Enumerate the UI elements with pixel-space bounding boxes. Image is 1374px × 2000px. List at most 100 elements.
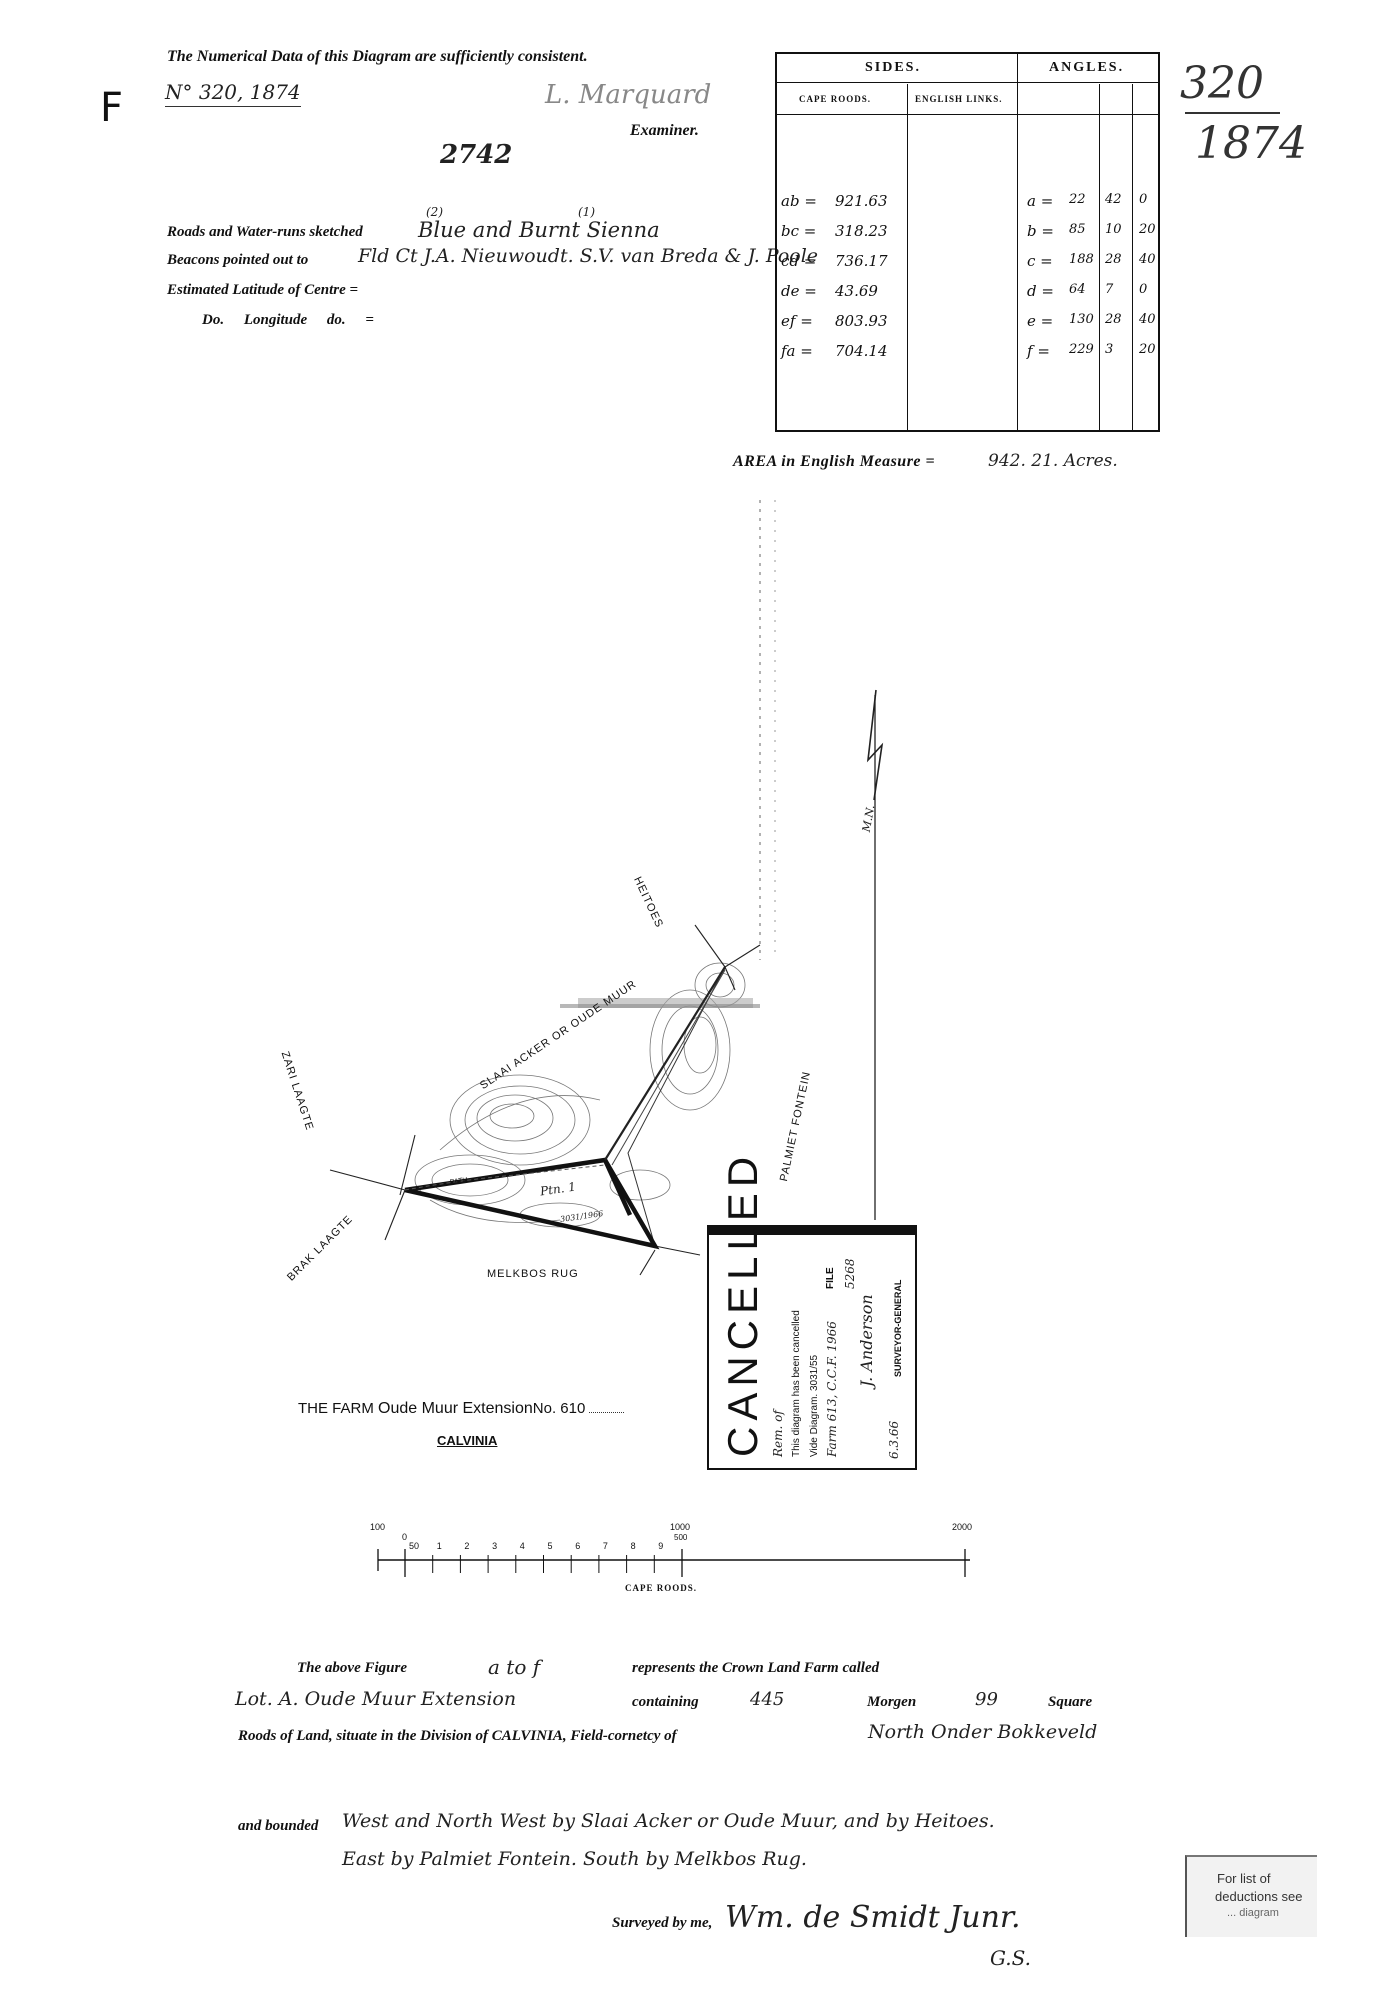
scale-tick-label: 3 — [492, 1541, 498, 1551]
scale-tick-label: 7 — [602, 1541, 608, 1551]
farm-name: Oude Muur Extension — [378, 1400, 533, 1417]
ref-number: N° 320, 1874 — [165, 80, 301, 107]
desc-line2-d: Morgen — [867, 1694, 917, 1710]
desc-line4-b: West and North West by Slaai Acker or Ou… — [342, 1810, 995, 1832]
angle-minutes: 3 — [1105, 342, 1114, 357]
farm-prefix: THE FARM — [298, 1400, 374, 1417]
angle-minutes: 28 — [1105, 252, 1122, 267]
angle-degrees: 85 — [1069, 222, 1086, 237]
beacons-label: Beacons pointed out to — [167, 252, 309, 268]
surveyor-signature: Wm. de Smidt Junr. — [725, 1900, 1021, 1935]
roads-note-1: (1) — [578, 205, 595, 219]
side-value: 704.14 — [835, 342, 888, 360]
angle-name: e = — [1027, 312, 1054, 330]
area-value: 942. 21. Acres. — [988, 451, 1118, 471]
corner-ref-rule — [1185, 112, 1280, 114]
scale-mid-sub: 500 — [674, 1533, 688, 1542]
sides-angles-table: SIDES. ANGLES. CAPE ROODS. ENGLISH LINKS… — [775, 52, 1160, 432]
diagram-number: 2742 — [440, 140, 513, 170]
desc-line2-c: 445 — [750, 1689, 785, 1710]
scale-right-label: 2000 — [952, 1522, 973, 1532]
farm-number: 610 — [560, 1400, 586, 1417]
stamp-line1: Rem. of — [771, 1410, 785, 1457]
english-links-header: ENGLISH LINKS. — [915, 94, 1003, 104]
roads-value: Blue and Burnt Sienna — [418, 218, 660, 242]
angle-minutes: 10 — [1105, 222, 1122, 237]
corner-ref-bottom: 1874 — [1195, 118, 1307, 169]
scale-unit: CAPE ROODS. — [625, 1583, 698, 1593]
stamp-line6: 5268 — [843, 1258, 857, 1289]
side-name: fa = — [781, 342, 813, 360]
angle-degrees: 22 — [1069, 192, 1086, 207]
scale-zero: 0 — [402, 1532, 408, 1542]
scale-left-label: 100 — [370, 1522, 386, 1532]
desc-line2-a: Lot. A. Oude Muur Extension — [235, 1688, 517, 1710]
stamp-signature: J. Anderson — [857, 1294, 876, 1387]
angle-degrees: 229 — [1069, 342, 1094, 357]
angle-seconds: 20 — [1139, 342, 1156, 357]
angle-name: d = — [1027, 282, 1054, 300]
stamp-line2: This diagram has been cancelled — [791, 1310, 802, 1457]
angle-seconds: 0 — [1139, 192, 1148, 207]
roads-label: Roads and Water-runs sketched — [167, 224, 363, 240]
stamp-line3: Vide Diagram. 3031/55 — [809, 1354, 820, 1457]
label-melkbos-rug: MELKBOS RUG — [487, 1268, 579, 1280]
sides-header: SIDES. — [865, 60, 921, 75]
farm-title: THE FARM Oude Muur ExtensionNo. 610 — [298, 1400, 625, 1418]
top-left-letter: F — [100, 85, 124, 131]
area-label: AREA in English Measure = — [733, 453, 936, 470]
angle-name: f = — [1027, 342, 1050, 360]
surveyed-label: Surveyed by me, — [612, 1915, 713, 1931]
angle-degrees: 188 — [1069, 252, 1094, 267]
stamp-line5: FILE — [825, 1267, 836, 1289]
angle-seconds: 40 — [1139, 252, 1156, 267]
examiner-label: Examiner. — [630, 122, 699, 139]
desc-line2-b: containing — [632, 1694, 699, 1710]
scale-tick-label: 8 — [630, 1541, 636, 1551]
angle-name: b = — [1027, 222, 1054, 240]
stamp-title: CANCELLED — [719, 1150, 766, 1457]
desc-line1-c: represents the Crown Land Farm called — [632, 1660, 880, 1676]
cape-roods-header: CAPE ROODS. — [799, 94, 872, 104]
angle-name: c = — [1027, 252, 1053, 270]
surveyor-title: G.S. — [990, 1946, 1031, 1970]
consistency-text: The Numerical Data of this Diagram are s… — [167, 48, 588, 65]
deductions-stamp: For list of deductions see ... diagram — [1185, 1855, 1317, 1937]
stamp-role: SURVEYOR-GENERAL — [893, 1279, 903, 1377]
farm-division: CALVINIA — [437, 1433, 498, 1448]
examiner-signature: L. Marquard — [545, 80, 712, 110]
angle-minutes: 42 — [1105, 192, 1122, 207]
side-value: 318.23 — [835, 222, 888, 240]
latitude-label: Estimated Latitude of Centre = — [167, 282, 359, 298]
stamp-line4: Farm 613, C.C.F. 1966 — [825, 1321, 839, 1457]
side-name: ef = — [781, 312, 813, 330]
ref-stamp-line3: ... diagram — [1227, 1907, 1279, 1919]
scale-mid-label: 1000 — [670, 1522, 691, 1532]
ref-stamp-line2: deductions see — [1215, 1889, 1303, 1904]
scale-tick-label: 50 — [409, 1541, 420, 1551]
desc-line1-b: a to f — [488, 1655, 541, 1679]
angle-name: a = — [1027, 192, 1054, 210]
longitude-label: Do. Longitude do. = — [202, 312, 374, 328]
scale-tick-label: 1 — [436, 1541, 442, 1551]
roads-note-2: (2) — [426, 205, 443, 219]
desc-line3-a: Roods of Land, situate in the Division o… — [238, 1728, 677, 1744]
side-name: de = — [781, 282, 817, 300]
scale-tick-label: 2 — [464, 1541, 470, 1551]
side-value: 803.93 — [835, 312, 888, 330]
angle-degrees: 130 — [1069, 312, 1094, 327]
scale-tick-label: 4 — [519, 1541, 525, 1551]
cancelled-stamp: CANCELLED Rem. of This diagram has been … — [707, 1151, 917, 1470]
farm-map — [329, 500, 884, 1276]
desc-line1-a: The above Figure — [297, 1660, 407, 1676]
angles-header: ANGLES. — [1049, 60, 1125, 75]
side-name: ab = — [781, 192, 817, 210]
farm-no-label: No. — [532, 1400, 557, 1417]
side-name: cd = — [781, 252, 817, 270]
angle-seconds: 20 — [1139, 222, 1156, 237]
angle-seconds: 0 — [1139, 282, 1148, 297]
desc-line3-b: North Onder Bokkeveld — [868, 1721, 1098, 1743]
angle-seconds: 40 — [1139, 312, 1156, 327]
stamp-date: 6.3.66 — [887, 1420, 901, 1459]
desc-line4-a: and bounded — [238, 1818, 319, 1834]
